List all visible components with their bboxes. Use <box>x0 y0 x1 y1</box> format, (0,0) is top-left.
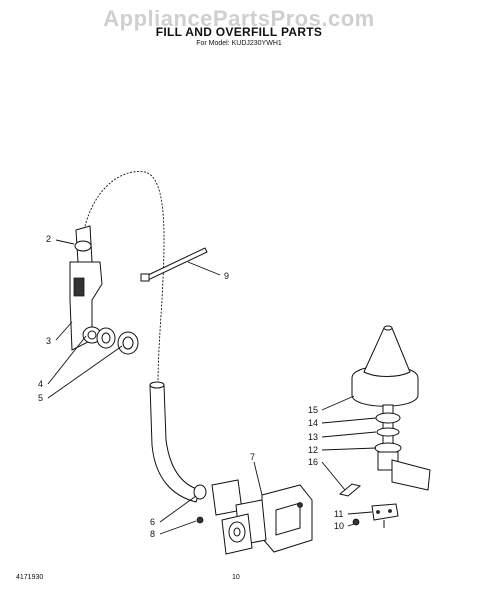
document-number: 4171930 <box>16 574 44 581</box>
callout-6: 6 <box>150 517 155 527</box>
float-switch <box>371 503 399 528</box>
callout-11: 11 <box>334 509 343 519</box>
float <box>351 325 419 407</box>
callout-13: 13 <box>308 432 318 442</box>
callout-8: 8 <box>150 529 155 539</box>
screw <box>196 516 204 524</box>
fill-funnel-assembly <box>69 225 103 351</box>
switch-lever <box>338 459 431 497</box>
watermark: AppliancePartsPros.com <box>103 6 375 31</box>
callout-2: 2 <box>46 234 51 244</box>
callout-16: 16 <box>308 457 318 467</box>
callout-15: 15 <box>308 405 318 415</box>
water-inlet-valve <box>211 479 313 555</box>
fill-tube <box>81 171 165 386</box>
gasket-and-nut <box>82 326 139 355</box>
hose-clamp <box>193 484 207 500</box>
callout-14: 14 <box>308 418 318 428</box>
model-subtitle: For Model: KUDJ230YWH1 <box>196 40 282 47</box>
callout-3: 3 <box>46 336 51 346</box>
callout-5: 5 <box>38 393 43 403</box>
wire-tie <box>140 247 208 282</box>
callout-7: 7 <box>250 452 255 462</box>
callout-12: 12 <box>308 445 318 455</box>
fill-hose <box>149 381 201 503</box>
switch-screw <box>352 518 360 526</box>
page-number: 10 <box>232 574 240 581</box>
float-stem-and-seals <box>374 404 402 471</box>
callout-10: 10 <box>334 521 344 531</box>
callout-9: 9 <box>224 271 229 281</box>
callout-4: 4 <box>38 379 43 389</box>
page-title: FILL AND OVERFILL PARTS <box>155 25 323 39</box>
